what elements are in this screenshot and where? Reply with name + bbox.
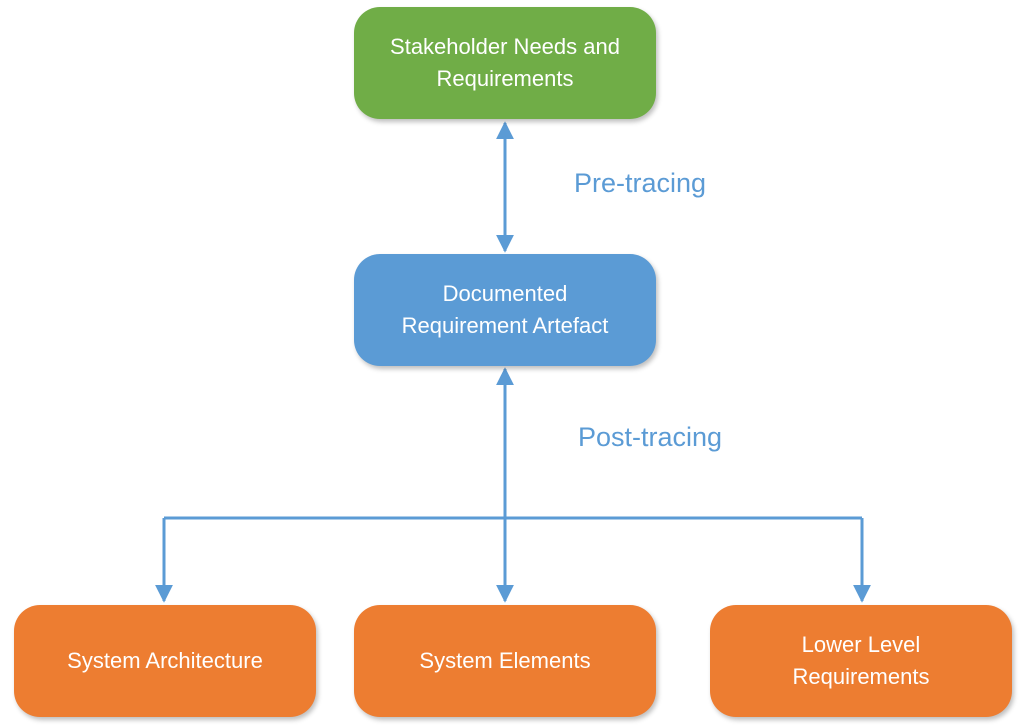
system-elements-node: System Elements [354,605,656,717]
stakeholder-needs-line1: Stakeholder Needs and [390,34,620,59]
lower-level-requirements-line2: Requirements [792,664,930,689]
system-architecture-line1: System Architecture [67,648,263,673]
documented-requirement-line1: Documented [442,281,568,306]
pre-tracing-label: Pre-tracing [574,168,707,198]
documented-requirement-line2: Requirement Artefact [401,313,609,338]
post-tracing-label: Post-tracing [578,422,723,452]
documented-requirement-text: Documented Requirement Artefact [402,278,609,342]
stakeholder-needs-node: Stakeholder Needs and Requirements [354,7,656,119]
lower-level-requirements-line1: Lower Level [801,632,921,657]
system-elements-text: System Elements [419,645,590,677]
stakeholder-needs-line2: Requirements [436,66,574,91]
stakeholder-needs-text: Stakeholder Needs and Requirements [390,31,620,95]
system-elements-line1: System Elements [419,648,591,673]
system-architecture-text: System Architecture [67,645,263,677]
documented-requirement-node: Documented Requirement Artefact [354,254,656,366]
system-architecture-node: System Architecture [14,605,316,717]
lower-level-requirements-text: Lower Level Requirements [793,629,930,693]
lower-level-requirements-node: Lower Level Requirements [710,605,1012,717]
